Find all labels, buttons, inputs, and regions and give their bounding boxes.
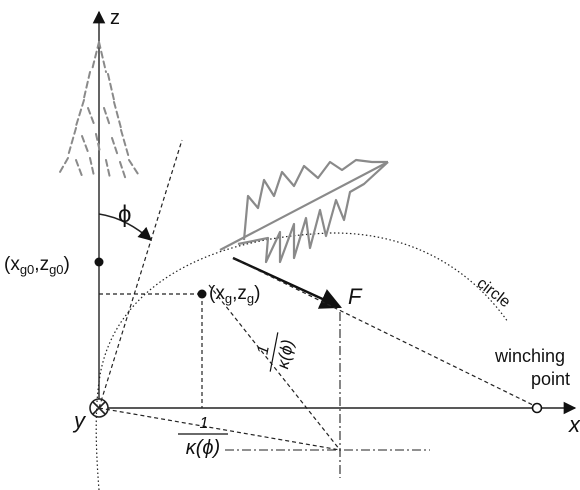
svg-text:κ(ϕ): κ(ϕ)	[186, 437, 220, 459]
winching-cable	[232, 257, 536, 407]
z-axis-label: z	[110, 7, 120, 29]
circle-label: circle	[474, 275, 514, 311]
y-axis-label: y	[72, 408, 87, 433]
falling-tree	[219, 158, 389, 264]
phi-angle-arc	[98, 213, 153, 241]
force-label: F	[348, 284, 363, 309]
current-cg-point	[197, 289, 207, 299]
radius-to-cg	[208, 284, 341, 451]
x-axis-label: x	[568, 412, 580, 437]
initial-cg-label: (xg0,zg0)	[4, 254, 70, 277]
trajectory-circle	[95, 232, 509, 490]
winching-label-line1: winching	[494, 346, 565, 366]
winching-point	[531, 402, 543, 414]
initial-cg-point	[94, 257, 104, 267]
radius-label-horizontal: 1 κ(ϕ)	[178, 415, 228, 459]
current-cg-label: (xg,zg)	[209, 283, 260, 306]
svg-text:κ(ϕ): κ(ϕ)	[273, 338, 297, 370]
radius-to-stump	[98, 407, 341, 451]
force-arrow	[232, 256, 342, 309]
svg-text:1: 1	[254, 344, 272, 356]
phi-label: ϕ	[118, 201, 131, 228]
inclination-line	[98, 139, 183, 409]
initial-tree-ghost	[59, 41, 139, 181]
svg-text:1: 1	[200, 415, 209, 432]
winching-label-line2: point	[531, 369, 570, 389]
